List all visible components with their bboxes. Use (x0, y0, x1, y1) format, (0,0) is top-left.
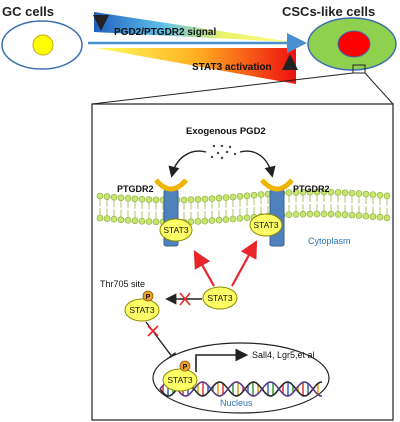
pstat3-label: STAT3 (129, 305, 154, 315)
stat3-free (202, 286, 238, 310)
zoom-box (352, 64, 366, 74)
signal-label: PGD2/PTGDR2 signal (114, 27, 216, 38)
stat3-receptor-left (159, 218, 193, 242)
recruit-arrow-right (231, 240, 258, 287)
stat3-free-label: STAT3 (207, 293, 232, 303)
stat3-receptor-right (249, 213, 283, 237)
receptor-left-label: PTGDR2 (117, 184, 154, 194)
phospho-group-icon (142, 290, 154, 302)
cytoplasm-label: Cytoplasm (308, 236, 351, 246)
target-genes-label: Sall4, Lgr5,et al (252, 350, 315, 360)
pgd2-arrow-left (168, 150, 207, 178)
activation-wedge (96, 48, 296, 84)
transcription-arrow (195, 348, 249, 372)
recruit-arrow-left (193, 250, 215, 287)
signal-wedge (94, 12, 292, 42)
zoom-line-left (91, 72, 354, 105)
block-cross-bottom (147, 325, 159, 337)
stat3-nuclear-label: STAT3 (167, 375, 192, 385)
gc-cell-nucleus (32, 34, 54, 56)
receptor-left-binding-site (154, 178, 188, 192)
activation-label: STAT3 activation (192, 62, 272, 73)
nuclear-phospho-label: P (183, 364, 188, 371)
nucleus-label: Nucleus (220, 398, 253, 408)
zoom-line-right (364, 72, 394, 105)
stat3-receptor-left-label: STAT3 (163, 225, 188, 235)
thr705-label: Thr705 site (100, 279, 145, 289)
block-cross-top (179, 292, 191, 306)
stat3-receptor-right-label: STAT3 (253, 220, 278, 230)
stat3-nuclear (162, 368, 198, 392)
exogenous-pgd2-label: Exogenous PGD2 (186, 126, 266, 137)
pgd2-arrow-right (239, 150, 276, 178)
receptor-right-label: PTGDR2 (293, 184, 330, 194)
phospho-label: P (146, 294, 151, 301)
csc-cell-nucleus (337, 30, 371, 58)
gc-cells-label: GC cells (2, 4, 54, 19)
pgd2-dots (210, 144, 237, 160)
nuclear-phospho-group-icon (179, 360, 191, 372)
cscs-cells-label: CSCs-like cells (282, 4, 375, 19)
receptor-right-binding-site (260, 178, 294, 192)
pstat3 (124, 298, 160, 322)
